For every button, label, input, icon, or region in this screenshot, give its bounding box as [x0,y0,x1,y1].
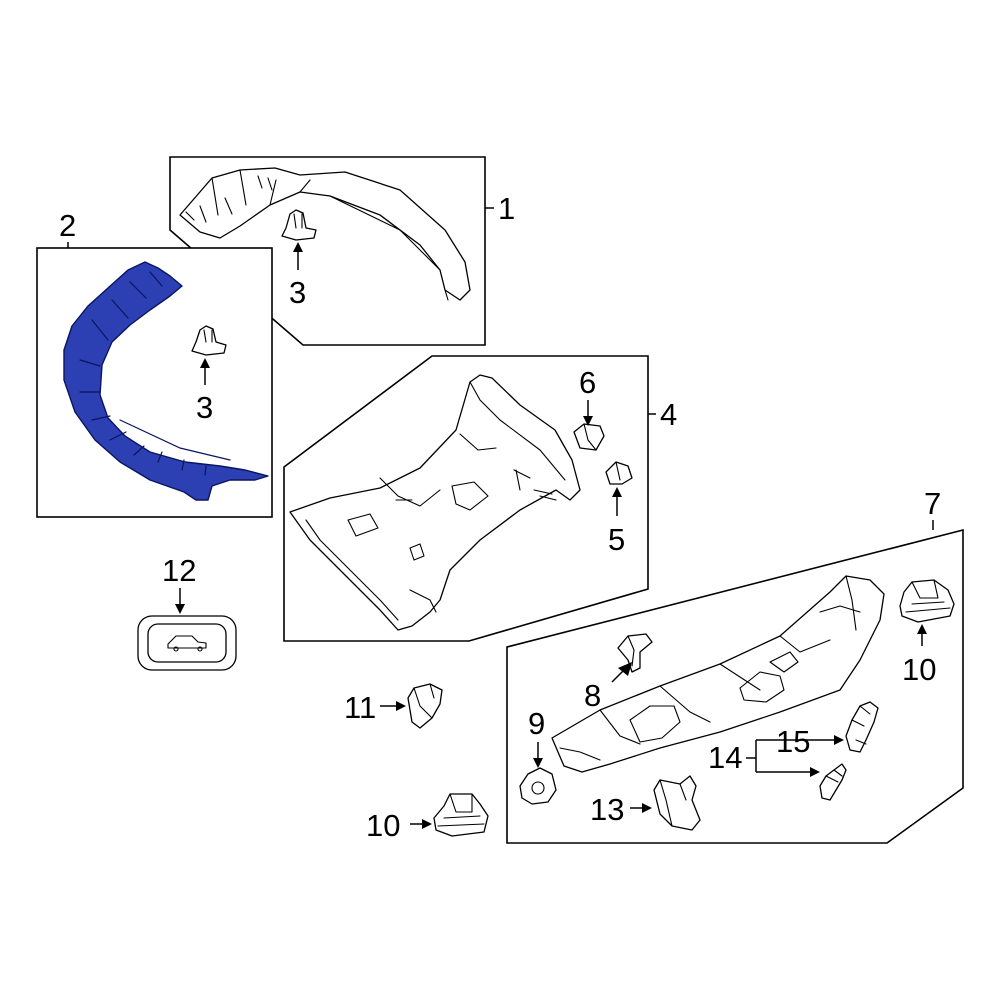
part-14-bulb [819,763,847,801]
part-10-socket-right [899,579,955,623]
part-12-badge [137,615,237,671]
part-5-cap [605,461,633,485]
callout-3-upper: 3 [289,275,306,310]
callout-9: 9 [528,706,545,741]
callout-labels: 1 2 3 3 4 5 6 7 8 9 10 10 11 12 13 14 15 [59,191,941,843]
callout-4: 4 [660,397,677,432]
callout-10-left: 10 [366,808,400,843]
callout-5: 5 [608,522,625,557]
callout-7: 7 [924,486,941,521]
part-4-inner-panel [289,374,581,631]
callout-1: 1 [498,191,515,226]
callout-13: 13 [590,792,624,827]
callout-14: 14 [708,740,742,775]
part-11-clip [407,683,443,729]
clip-3-upper [281,209,317,241]
callout-6: 6 [579,365,596,400]
callout-8: 8 [584,678,601,713]
part-2-trim-highlighted [63,261,269,501]
leader-lines [67,207,934,829]
callout-2: 2 [59,208,76,243]
callout-3-lower: 3 [196,390,213,425]
callout-12: 12 [162,553,196,588]
callout-10-right: 10 [902,652,936,687]
part-7-lamp-bar [551,575,885,773]
clip-3-lower [191,325,227,356]
callout-15: 15 [776,724,810,759]
part-15-bulb-socket [845,701,879,753]
part-9-bracket [519,767,557,805]
part-1-upper-trim [179,167,471,301]
part-10-socket-left [433,793,489,837]
part-13-lamp-housing [653,775,701,831]
part-6-bracket [573,423,605,451]
callout-11: 11 [344,690,376,725]
